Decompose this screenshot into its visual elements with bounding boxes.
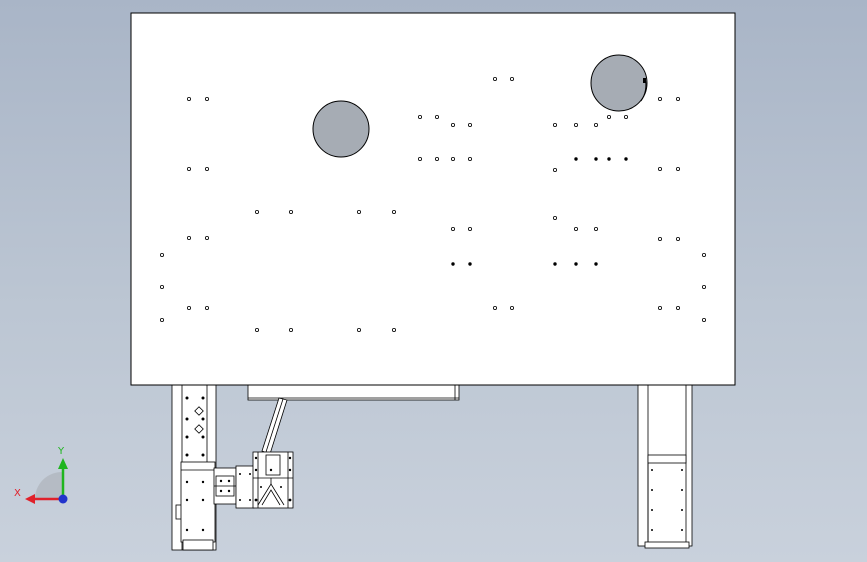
gripper-assembly: [213, 397, 294, 509]
y-axis-label: Y: [57, 446, 65, 457]
bore-hole-left: [312, 100, 370, 158]
x-axis-label: X: [14, 488, 21, 499]
left-support-column: [171, 383, 217, 551]
top-plate[interactable]: [130, 12, 736, 386]
right-support-column: [637, 383, 693, 549]
bore-hole-right: [590, 54, 648, 112]
under-plate-rail: [247, 383, 460, 401]
axis-triad: X Y: [14, 446, 68, 504]
threaded-holes: [451, 157, 628, 266]
mounting-holes: [159, 77, 707, 332]
